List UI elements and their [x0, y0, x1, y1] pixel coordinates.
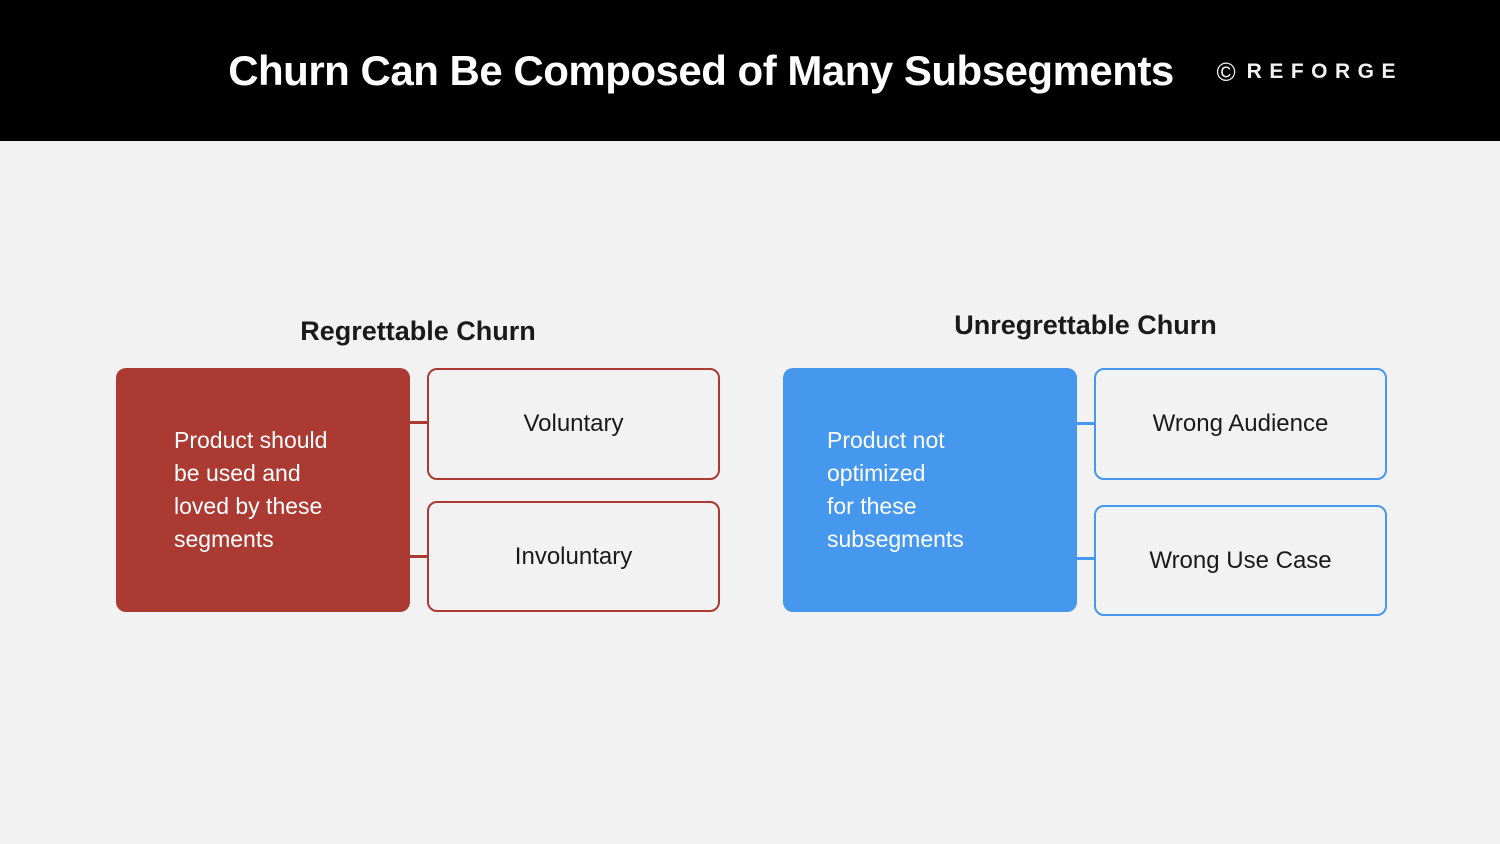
- wrong-audience-label: Wrong Audience: [1152, 410, 1329, 437]
- description-line: segments: [174, 526, 274, 552]
- voluntary-box: Voluntary: [427, 368, 720, 480]
- connector-line: [410, 421, 428, 424]
- reforge-logo-text: REFORGE: [1246, 60, 1403, 83]
- description-line: be used and: [174, 460, 301, 486]
- reforge-logo: © REFORGE: [1216, 59, 1403, 85]
- description-line: loved by these: [174, 493, 323, 519]
- wrong-use-case-box: Wrong Use Case: [1094, 505, 1387, 616]
- connector-line: [410, 555, 428, 558]
- description-line: for these: [827, 493, 917, 519]
- slide-title: Churn Can Be Composed of Many Subsegment…: [228, 47, 1174, 94]
- wrong-use-case-label: Wrong Use Case: [1149, 546, 1332, 574]
- description-line: optimized: [827, 460, 926, 486]
- unregrettable-churn-heading: Unregrettable Churn: [954, 310, 1217, 340]
- regrettable-churn-heading: Regrettable Churn: [300, 316, 536, 346]
- description-line: Product not: [827, 427, 945, 453]
- unregrettable-source-box: Product not optimized for these subsegme…: [783, 368, 1077, 612]
- regrettable-source-box: Product should be used and loved by thes…: [116, 368, 410, 612]
- involuntary-box: Involuntary: [427, 501, 720, 612]
- description-line: subsegments: [827, 526, 964, 552]
- copyright-icon: ©: [1216, 57, 1236, 87]
- header-bar: Churn Can Be Composed of Many Subsegment…: [0, 0, 1500, 141]
- voluntary-label: Voluntary: [523, 410, 624, 437]
- connector-line: [1076, 557, 1094, 560]
- involuntary-label: Involuntary: [514, 542, 633, 570]
- wrong-audience-box: Wrong Audience: [1094, 368, 1387, 480]
- connector-line: [1076, 422, 1094, 425]
- description-line: Product should: [174, 427, 328, 453]
